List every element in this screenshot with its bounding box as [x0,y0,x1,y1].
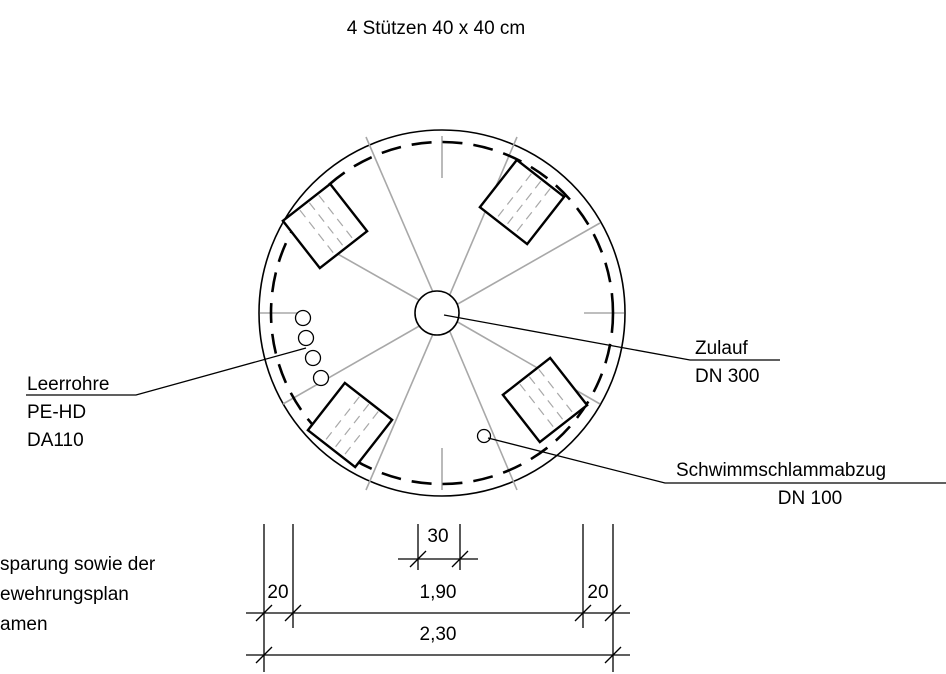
dimension-20-right: 20 [587,582,608,603]
leerrohre-size: DA110 [27,430,84,451]
schwimm-size: DN 100 [778,488,842,509]
columns-title: 4 Stützen 40 x 40 cm [347,18,526,39]
schwimm-leader [487,437,946,484]
dimension-190: 1,90 [420,582,457,603]
scum-pipe [476,428,492,444]
leerrohre-material: PE-HD [27,402,86,423]
leerrohre-label: Leerrohre [27,374,109,395]
dashed-inner-circle [269,140,615,486]
dimension-30: 30 [427,526,448,547]
conduit-circles [294,309,330,387]
note-line-1: sparung sowie der [0,554,156,575]
schwimm-label: Schwimmschlammabzug [676,460,886,481]
column-top-right [478,158,566,246]
column-bottom-left [306,381,394,469]
dimension-lines [246,524,630,672]
dimension-230: 2,30 [420,624,457,645]
zulauf-size: DN 300 [695,366,759,387]
dimension-20-left: 20 [267,582,288,603]
central-pipe [414,290,460,336]
leerrohre-leader [26,347,307,396]
note-line-2: ewehrungsplan [0,584,129,605]
column-bottom-right [501,356,589,444]
zulauf-label: Zulauf [695,338,749,359]
column-top-left [281,182,369,270]
note-line-3: amen [0,614,48,635]
outer-wall-circle [258,129,626,497]
zulauf-leader [443,314,780,361]
